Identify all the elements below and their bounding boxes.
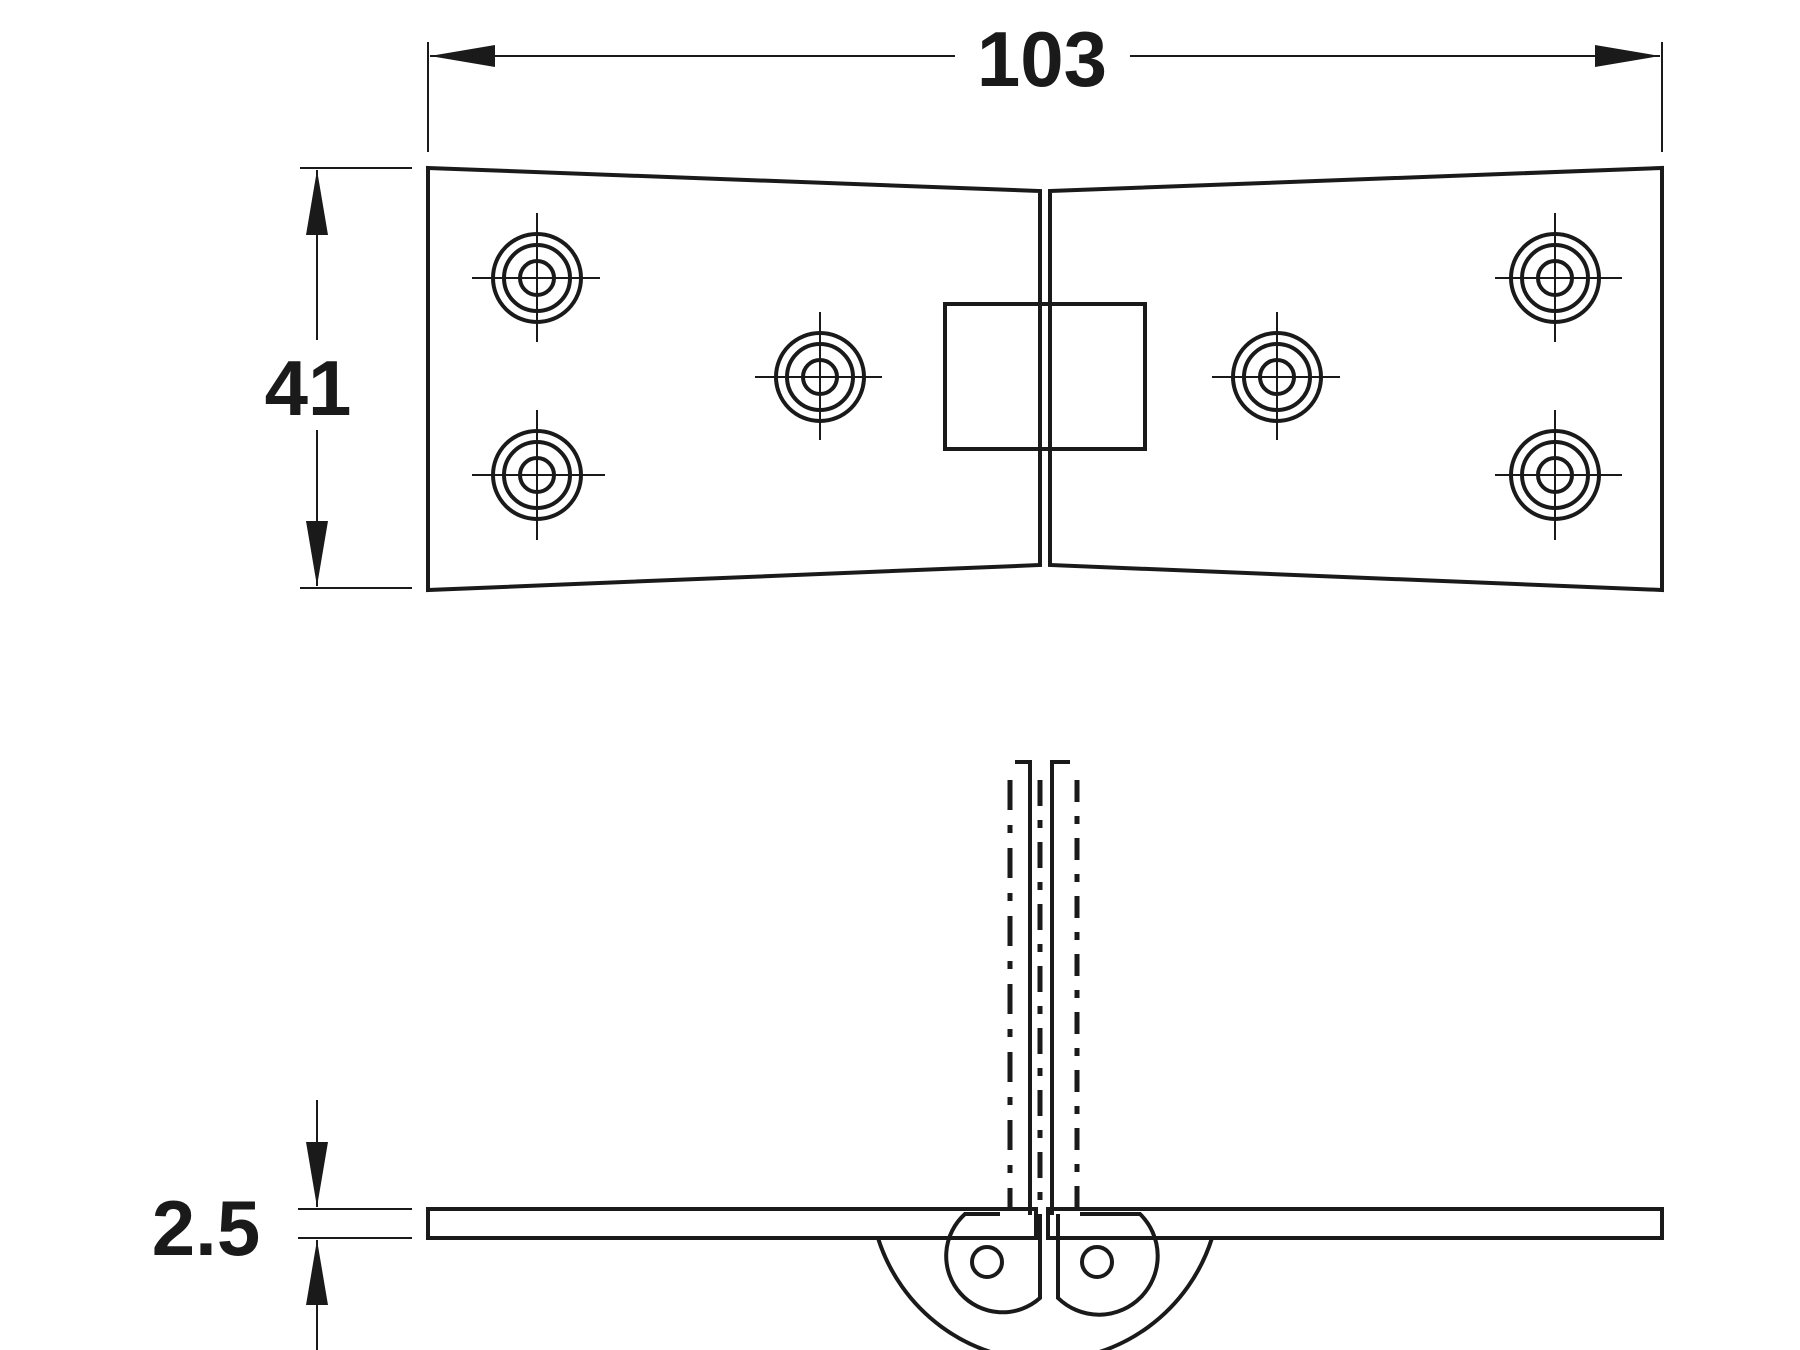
knuckle-profile	[876, 1212, 1214, 1350]
width-dimension: 103	[427, 15, 1663, 152]
height-arrow-top	[306, 170, 328, 235]
left-leaf	[426, 165, 1042, 593]
right-plate-profile	[1046, 1207, 1664, 1240]
top-view: 103 41	[265, 15, 1664, 593]
height-dimension: 41	[265, 167, 412, 589]
pin-hole	[1080, 1245, 1114, 1279]
right-leaf	[1048, 165, 1664, 593]
height-arrow-bottom	[306, 521, 328, 586]
open-position-phantom-leaf	[1007, 760, 1080, 1215]
pin-hole	[970, 1245, 1004, 1279]
width-arrow-left	[430, 45, 495, 67]
left-plate-profile	[426, 1207, 1038, 1240]
screw-hole	[472, 410, 605, 540]
thickness-dimension: 2.5	[152, 1100, 412, 1350]
height-dimension-label: 41	[265, 344, 352, 432]
side-view: 2.5	[152, 760, 1664, 1350]
hinge-knuckle	[943, 302, 1147, 451]
screw-hole	[1212, 312, 1340, 440]
width-dimension-label: 103	[977, 15, 1107, 103]
width-arrow-right	[1595, 45, 1660, 67]
thickness-arrow-top	[306, 1142, 328, 1207]
screw-hole	[1495, 213, 1622, 342]
screw-hole	[1495, 410, 1622, 540]
screw-hole	[755, 312, 882, 440]
thickness-dimension-label: 2.5	[152, 1184, 260, 1272]
thickness-arrow-bottom	[306, 1240, 328, 1305]
screw-hole	[472, 213, 600, 342]
